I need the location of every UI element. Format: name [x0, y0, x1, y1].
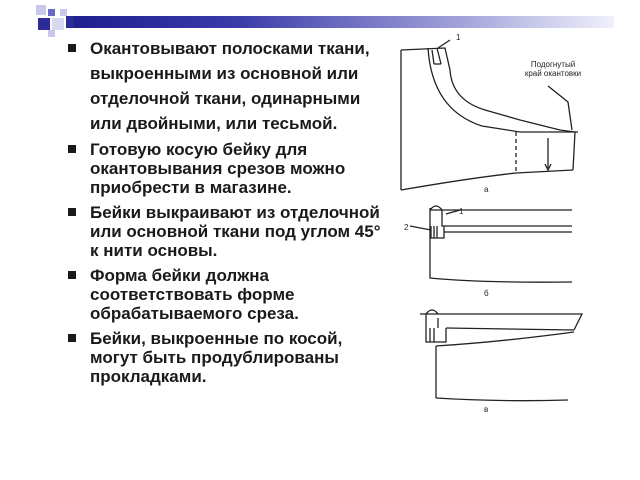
callout-number: 2	[404, 223, 409, 232]
bullet-item: Бейки, выкроенные по косой, могут быть п…	[66, 329, 388, 386]
decor-square	[48, 30, 55, 37]
bullet-item: Бейки выкраивают из отделочной или основ…	[66, 203, 388, 260]
slide-header-decoration	[0, 0, 640, 37]
bullet-text: Форма бейки должна соответствовать форме…	[90, 266, 299, 323]
slide-content-area	[58, 30, 610, 440]
bullet-item: Форма бейки должна соответствовать форме…	[66, 266, 388, 323]
bullet-item: Готовую косую бейку для окантовывания ср…	[66, 140, 388, 197]
bullet-marker	[68, 208, 76, 216]
callout-number: 1	[456, 33, 461, 42]
callout-number: 1	[459, 207, 464, 216]
folded-edge-label-line2: край окантовки	[524, 69, 582, 78]
subfigure-letter-a: а	[484, 185, 489, 194]
bullet-marker	[68, 334, 76, 342]
binding-diagram: 1 2 1 а б в	[400, 33, 584, 414]
decor-square	[66, 16, 74, 28]
bullet-text: Бейки, выкроенные по косой, могут быть п…	[90, 329, 343, 386]
decor-square	[38, 18, 50, 30]
bullet-text: Бейки выкраивают из отделочной или основ…	[90, 203, 381, 260]
subfigure-letter-c: в	[484, 405, 488, 414]
figure-a-drawing	[400, 39, 578, 191]
figure-b-drawing	[409, 205, 573, 283]
header-gradient-band	[74, 16, 614, 28]
bullet-marker	[68, 145, 76, 153]
decor-square	[48, 9, 55, 16]
folded-edge-label: Подогнутый край окантовки	[508, 60, 598, 78]
decor-square	[36, 5, 46, 15]
bullet-text: Окантовывают полосками ткани, выкроенным…	[90, 39, 370, 133]
figure-c-drawing	[420, 309, 584, 402]
bullet-marker	[68, 44, 76, 52]
folded-edge-label-line1: Подогнутый	[530, 60, 576, 69]
bullet-text: Готовую косую бейку для окантовывания ср…	[90, 140, 346, 197]
bullet-marker	[68, 271, 76, 279]
decor-square	[60, 9, 67, 16]
bullet-list: Окантовывают полосками ткани, выкроенным…	[66, 36, 388, 392]
bullet-item: Окантовывают полосками ткани, выкроенным…	[66, 36, 388, 136]
decor-square	[52, 18, 64, 30]
subfigure-letter-b: б	[484, 289, 489, 298]
